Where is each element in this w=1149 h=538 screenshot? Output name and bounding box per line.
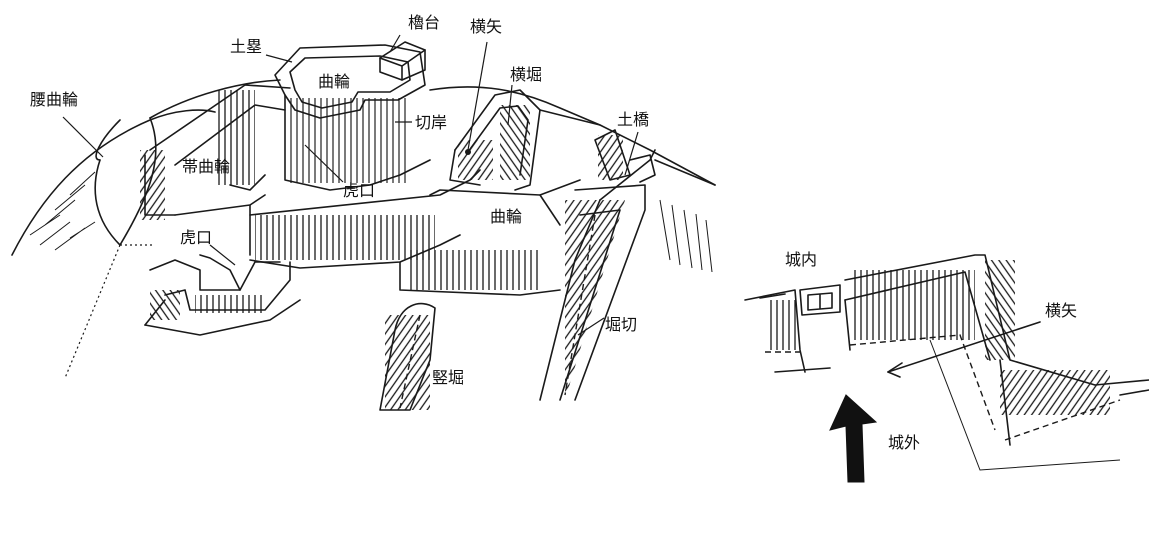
obi-kuruwa — [140, 84, 291, 256]
label-yaguradai: 櫓台 — [408, 13, 440, 32]
label-yokobori: 横堀 — [510, 65, 542, 84]
label-kirigishi: 切岸 — [415, 113, 447, 132]
label-jogai: 城外 — [888, 433, 920, 452]
label-yokoya: 横矢 — [470, 17, 502, 36]
label-dorui: 土塁 — [230, 37, 262, 56]
label-obi-kuruwa: 帯曲輪 — [182, 157, 230, 176]
label-dobashi: 土橋 — [617, 110, 649, 129]
leader-lines — [62, 34, 639, 336]
label-jonai: 城内 — [785, 250, 817, 269]
horikiri — [539, 149, 656, 401]
label-kuruwa-top: 曲輪 — [318, 72, 350, 91]
top-kuruwa — [274, 41, 431, 191]
label-yokoya-inset: 横矢 — [1045, 301, 1077, 320]
dobashi — [594, 129, 656, 183]
koshi-kuruwa-slope — [11, 109, 216, 379]
lower-koguchi — [144, 254, 301, 336]
label-horikiri: 堀切 — [605, 315, 637, 334]
label-koguchi-lower: 虎口 — [180, 228, 212, 247]
right-slope — [654, 159, 716, 273]
label-koshi-kuruwa: 腰曲輪 — [30, 90, 78, 109]
middle-kuruwa — [249, 169, 581, 296]
label-tatebori: 竪堀 — [432, 368, 464, 387]
tatebori — [379, 302, 436, 411]
label-koguchi-upper: 虎口 — [343, 181, 375, 200]
inset-diagram: 城内 横矢 城外 — [744, 250, 1149, 483]
yokobori — [449, 89, 601, 191]
main-diagram: 腰曲輪 土塁 曲輪 櫓台 横矢 横堀 切岸 帯曲輪 虎口 虎口 曲輪 土橋 堀切… — [11, 13, 716, 411]
approach-arrow — [829, 394, 878, 483]
label-kuruwa-middle: 曲輪 — [490, 207, 522, 226]
